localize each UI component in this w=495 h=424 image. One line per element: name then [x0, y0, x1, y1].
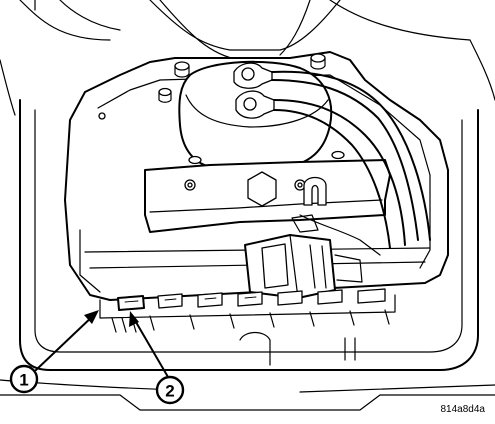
callout-1-number: 1: [19, 371, 28, 390]
slot-1: [117, 295, 145, 311]
wiring-connector: [244, 214, 363, 299]
leader-lines: [35, 310, 169, 378]
leader-arrowhead-1: [84, 310, 99, 324]
stud-top-left: [174, 61, 190, 78]
leader-arrowhead-2: [129, 311, 139, 327]
slot-3: [197, 292, 223, 308]
slot-4: [237, 291, 263, 307]
wire-harness: [271, 70, 431, 256]
actuator-body: [178, 60, 333, 169]
mounting-studs: [98, 53, 345, 165]
slot-5: [277, 290, 303, 306]
callout-1: 1: [9, 364, 39, 394]
stud-bottom-right: [331, 150, 345, 160]
figure-id: 814a8d4a: [440, 404, 486, 415]
mounting-bracket: [144, 159, 391, 233]
connector-slots: [117, 288, 386, 311]
retaining-tabs: [111, 309, 390, 366]
slot-7: [357, 288, 386, 304]
stud-left: [158, 87, 172, 103]
slot-2: [157, 293, 183, 309]
slot-6: [317, 289, 343, 305]
stud-bottom-left: [188, 155, 202, 165]
stud-top-right: [310, 53, 326, 70]
callout-2: 2: [155, 375, 185, 405]
callout-2-number: 2: [165, 382, 174, 401]
